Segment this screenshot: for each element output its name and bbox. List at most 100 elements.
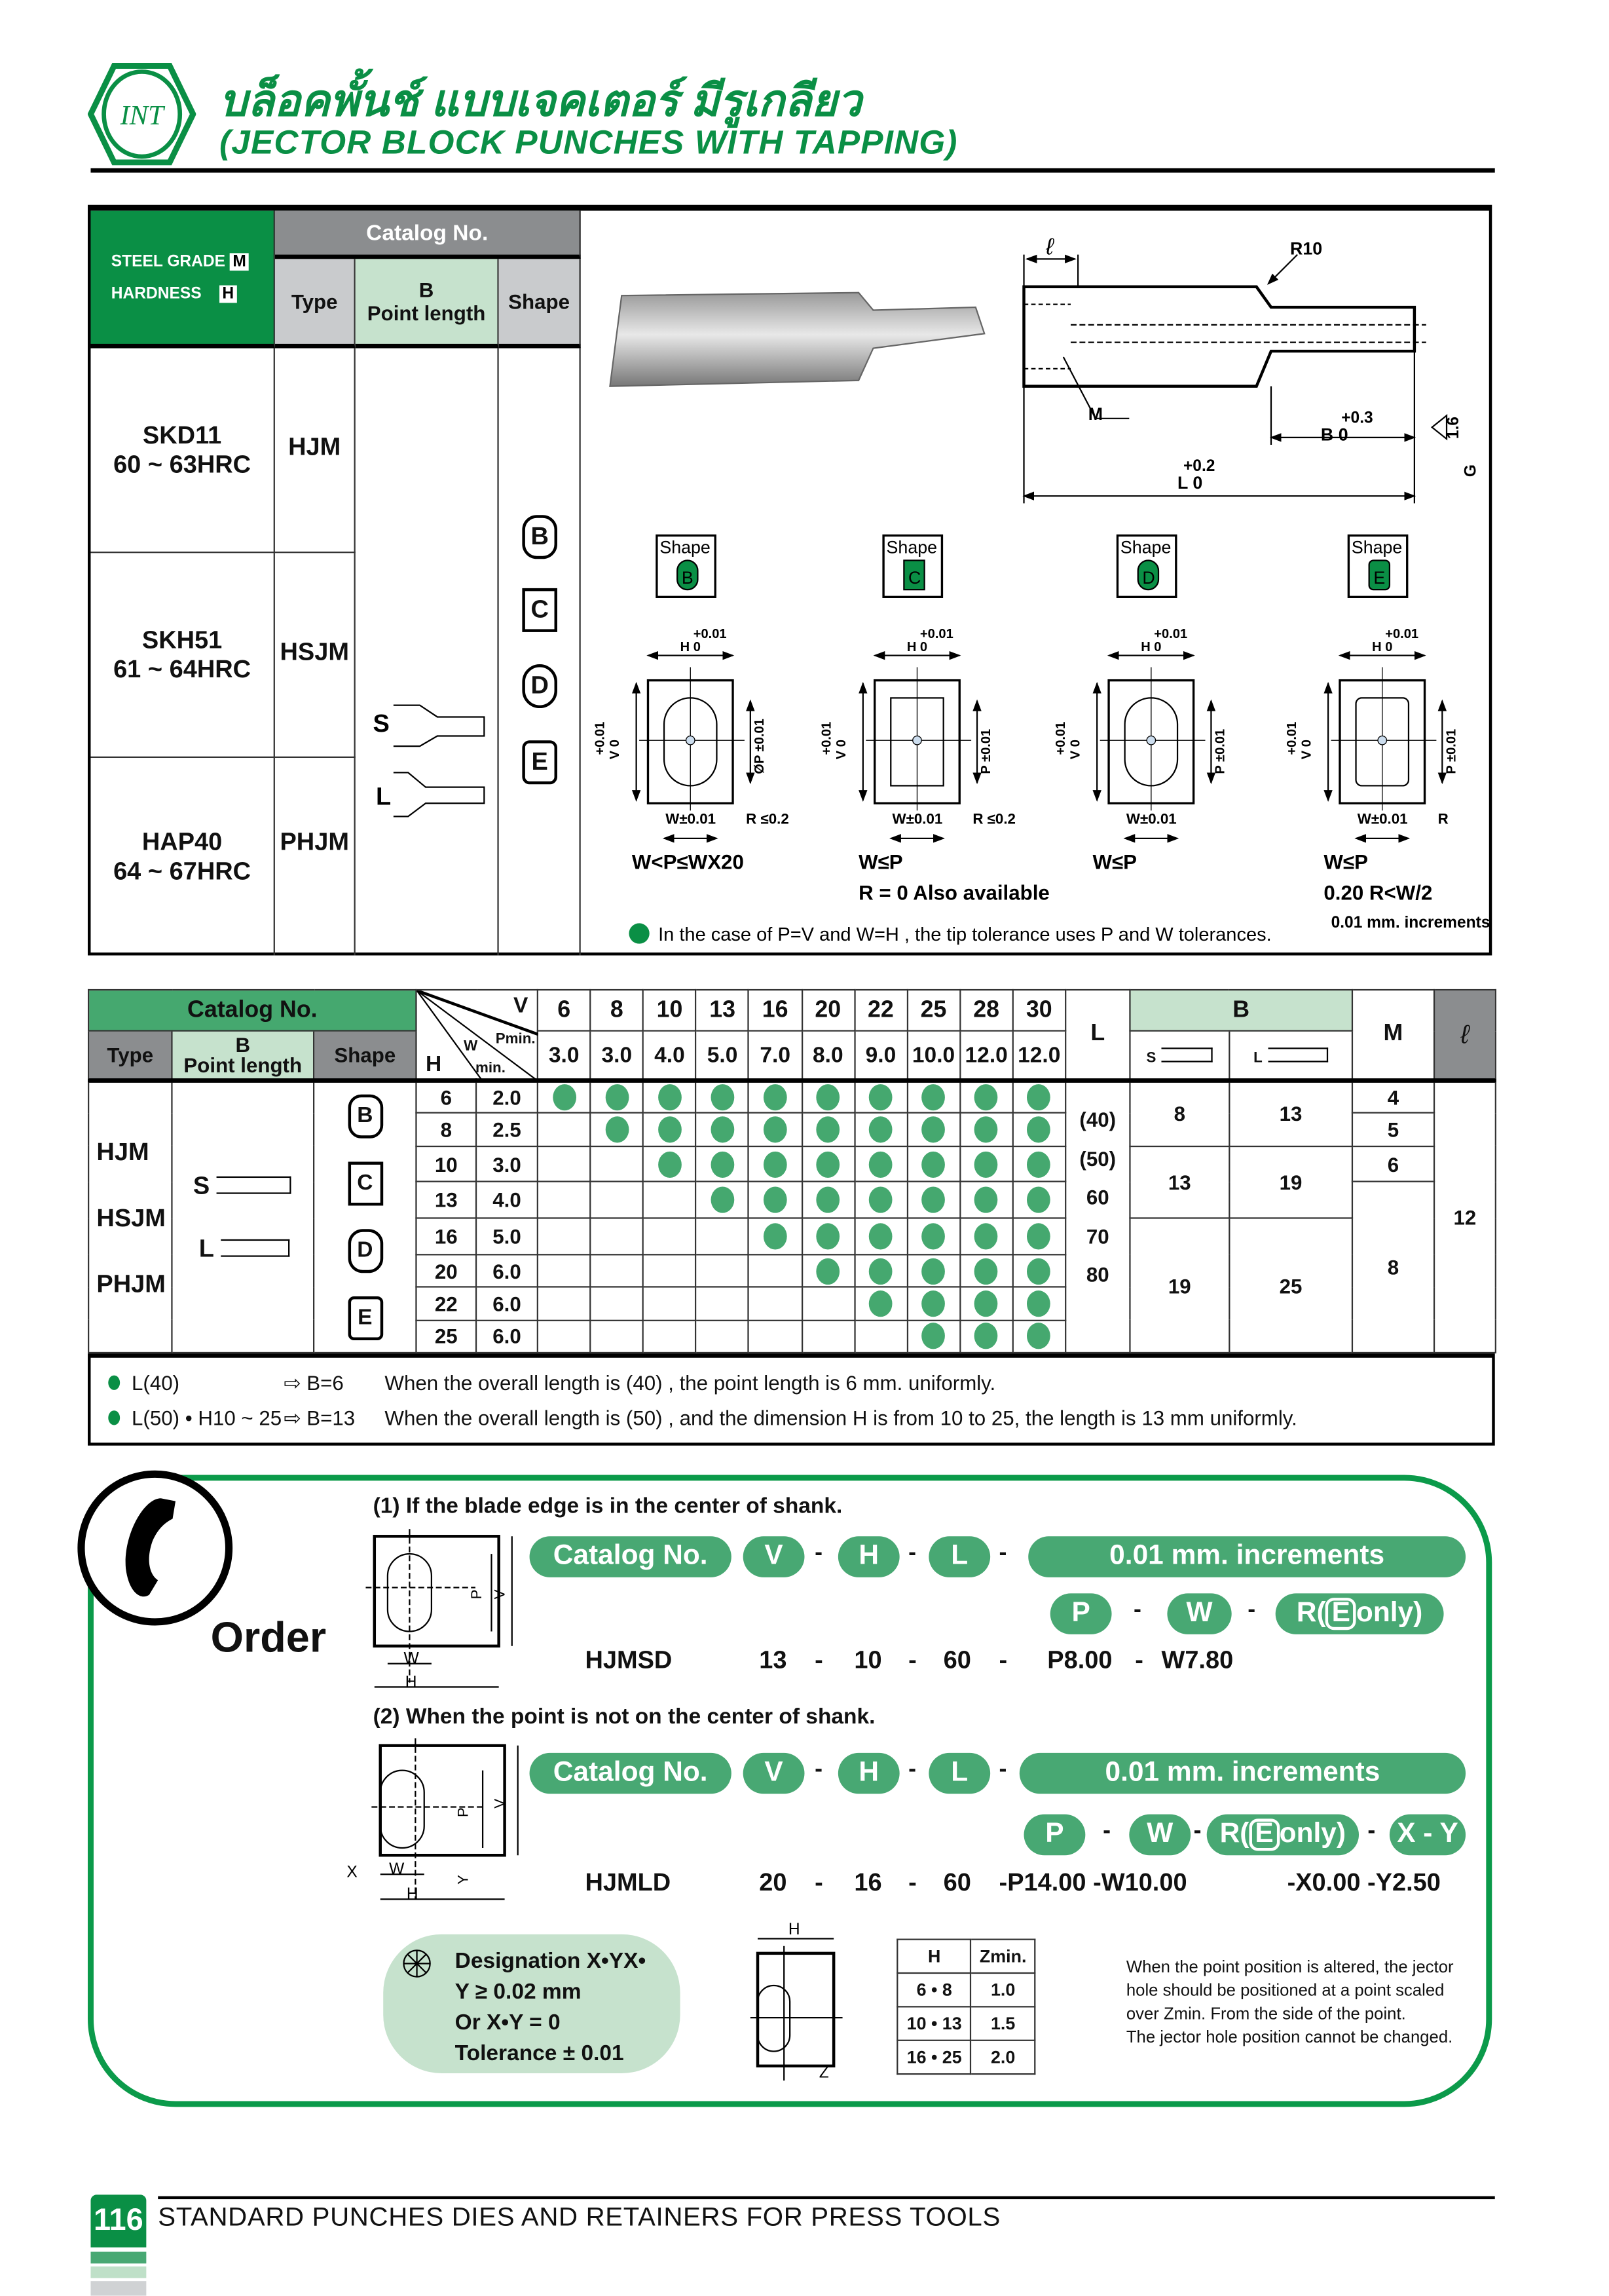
available-dot [1027,1223,1051,1250]
availability-cell [1012,1253,1067,1289]
point-length-cell: S L [356,348,499,956]
availability-cell [853,1112,908,1147]
svg-text:D: D [1142,568,1155,588]
steel-grade-header: STEEL GRADE M HARDNESS H [90,210,275,348]
availability-cell [906,1319,961,1354]
availability-cell [589,1181,644,1219]
availability-cell [695,1253,750,1289]
svg-text:W±0.01: W±0.01 [1126,811,1177,827]
v-pill: V [743,1752,805,1794]
b-l-value: 25 [1229,1217,1354,1354]
availability-cell [642,1181,697,1219]
availability-cell [800,1286,855,1321]
svg-text:H 0: H 0 [1372,640,1392,654]
svg-text:R = 0 Also available: R = 0 Also available [859,882,1050,905]
svg-text:P: P [455,1807,472,1817]
page-title-thai: บล็อคพั้นช์ แบบเจคเตอร์ มีรูเกลียว [219,77,862,126]
svg-text:H 0: H 0 [680,640,701,654]
svg-text:0.20 R<W/2: 0.20 R<W/2 [1323,882,1432,905]
availability-cell [589,1253,644,1289]
note-row: L(50) • H10 ~ 25 [108,1406,282,1429]
available-dot [974,1084,999,1112]
available-dot [921,1084,946,1112]
ell-value: 12 [1433,1080,1496,1354]
svg-text:Y: Y [455,1875,472,1885]
available-dot [552,1084,576,1112]
svg-text:H 0: H 0 [1141,640,1161,654]
hwv-diagonal-header: V Pmin. W min. H [415,988,539,1082]
available-dot [711,1084,734,1112]
availability-cell [589,1112,644,1147]
available-dot [763,1187,787,1214]
svg-text:W≤P: W≤P [1092,851,1137,874]
svg-text:R: R [1438,811,1449,827]
svg-text:P ±0.01: P ±0.01 [1213,729,1228,774]
available-dot [657,1116,682,1143]
available-dot [974,1187,999,1214]
availability-cell [695,1181,750,1219]
v-header: 30 [1012,988,1067,1032]
svg-text:Shape: Shape [659,537,710,557]
svg-text:G: G [1462,464,1480,477]
svg-text:E: E [1373,568,1385,588]
svg-text:C: C [908,568,921,588]
svg-text:+0.3: +0.3 [1341,409,1373,427]
available-dot [921,1223,946,1250]
available-dot [974,1258,999,1285]
available-dot [974,1323,999,1350]
available-dot [869,1151,893,1178]
svg-text:+0.01: +0.01 [920,627,953,641]
availability-cell [536,1145,591,1183]
pmin-header: 12.0 [1012,1030,1067,1082]
h-value: 16 [415,1217,477,1256]
availability-cell [906,1253,961,1289]
svg-text:W≤P: W≤P [859,851,903,874]
v-header: 25 [906,988,961,1032]
svg-text:V: V [492,1799,508,1809]
availability-cell [853,1253,908,1289]
increments-pill: 0.01 mm. increments [1028,1536,1466,1577]
footer-divider [158,2196,1495,2200]
size-notes: L(40) ⇨ B=6 When the overall length is (… [88,1353,1495,1446]
availability-cell [906,1080,961,1114]
available-dot [1027,1258,1051,1285]
availability-cell [748,1080,803,1114]
h-pill: H [838,1752,900,1794]
shape-badge-e: E [347,1296,383,1340]
shape-diagram-b: Shape B +0.01 H 0 V 0 +0.01 ØP ±0.01 W±0… [593,534,789,874]
shape-cell: B C D E [499,348,581,956]
available-dot [869,1116,893,1143]
short-point-icon [393,704,485,747]
bullet-icon [629,923,650,944]
w-value: 4.0 [475,1181,539,1219]
availability-cell [906,1112,961,1147]
availability-cell [959,1253,1014,1289]
availability-cell [1012,1112,1067,1147]
available-dot [921,1258,946,1285]
svg-text:W±0.01: W±0.01 [1358,811,1408,827]
available-dot [1027,1084,1051,1112]
shape-diagram-d: Shape D +0.01 H 0 V 0 +0.01 P ±0.01 W±0.… [1054,534,1228,874]
svg-text:ØP ±0.01: ØP ±0.01 [752,719,767,774]
b-s-value: 13 [1129,1145,1230,1219]
availability-cell [589,1286,644,1321]
h-value: 22 [415,1286,477,1321]
available-dot [763,1084,787,1112]
availability-cell [642,1253,697,1289]
available-dot [604,1116,629,1143]
availability-cell [536,1319,591,1354]
xy-pill: X - Y [1389,1814,1466,1856]
type-header: Type [274,259,356,348]
availability-cell [853,1319,908,1354]
svg-text:W: W [403,1650,419,1668]
l-pill: L [929,1536,991,1577]
svg-text:H: H [788,1921,800,1938]
available-dot [869,1084,893,1112]
type-cell: PHJM [275,758,356,956]
availability-cell [906,1145,961,1183]
pmin-header: 12.0 [959,1030,1014,1082]
